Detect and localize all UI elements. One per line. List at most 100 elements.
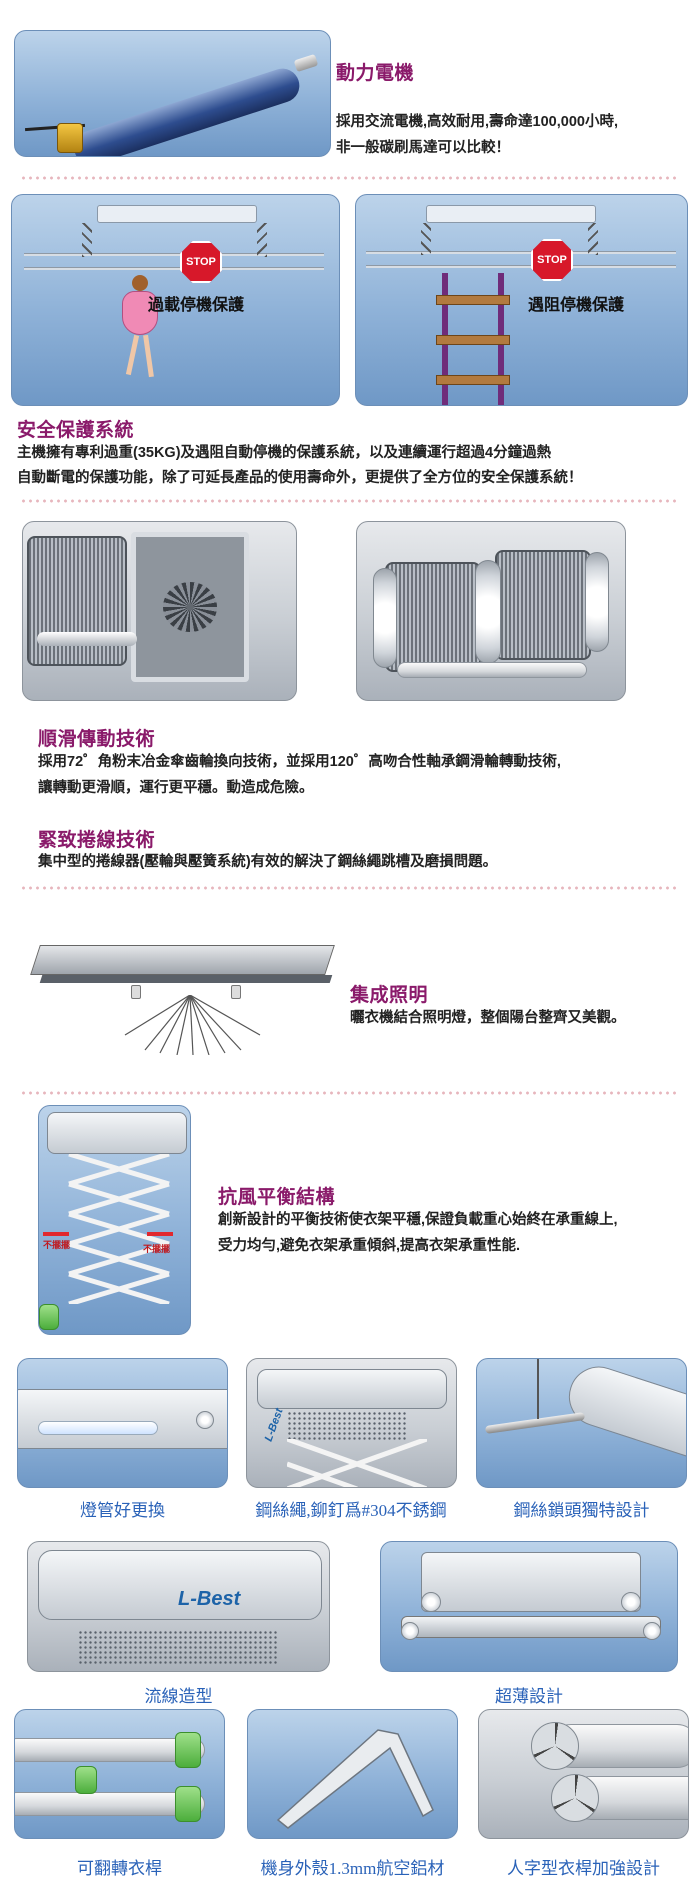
feature-caption: 燈管好更換 [80, 1501, 165, 1520]
motor-photo [14, 30, 331, 157]
ceiling-unit [426, 205, 596, 223]
winding-text-line1: 集中型的捲線器(壓輪與壓簧系統)有效的解決了鋼絲繩跳槽及磨損問題。 [38, 854, 498, 870]
rail-end [561, 1359, 686, 1460]
cable-spool [385, 562, 481, 672]
y-profile-end [531, 1722, 579, 1770]
feature-photo-cable-lock [476, 1358, 687, 1488]
gearbox-photo [22, 521, 297, 701]
girl-figure [122, 291, 158, 335]
spool-flange [475, 560, 501, 664]
feature-caption: 人字型衣桿加強設計 [507, 1859, 660, 1878]
motor-shaft [293, 53, 319, 73]
ceiling-unit [97, 205, 257, 223]
transmission-text-line1: 採用72゜角粉末冶金傘齒輪換向技術，並採用120゜高吻合性軸承鋼滑輪轉動技術, [38, 754, 561, 770]
light-bulb [131, 985, 141, 999]
scissor-arm [421, 223, 431, 255]
ceiling-housing [421, 1552, 641, 1612]
drying-rail [24, 253, 324, 256]
feature-caption: 超薄設計 [495, 1687, 563, 1706]
feature-caption: 機身外殼1.3mm航空鋁材 [260, 1859, 445, 1878]
feature-photo-slim [380, 1541, 678, 1672]
girl-figure [132, 275, 148, 291]
ladder-step [436, 295, 510, 305]
girl-figure [143, 334, 154, 378]
cable-lock-rod [484, 1412, 586, 1434]
vent-mesh [78, 1630, 278, 1664]
ceiling-housing [47, 1112, 187, 1154]
stop-sign-icon: STOP [180, 241, 222, 283]
motor-tube [69, 64, 304, 156]
y-profile-end [551, 1774, 599, 1822]
scissor-arm [257, 223, 267, 257]
motor-text-line1: 採用交流電機,高效耐用,壽命達100,000小時, [336, 114, 618, 130]
ceiling-housing [38, 1550, 322, 1620]
light-housing-bottom [39, 975, 333, 983]
motor-title: 動力電機 [336, 63, 415, 84]
winding-title: 緊致捲線技術 [38, 830, 156, 851]
transmission-title: 順滑傳動技術 [38, 729, 156, 750]
light-rays [124, 995, 261, 1055]
scissor-balance-photo: 不擺擺 不擺擺 [38, 1105, 191, 1335]
scissor-arm [82, 223, 92, 257]
transmission-text-line2: 讓轉動更滑順，運行更平穩。動造成危險。 [38, 780, 314, 796]
pulley-assembly [401, 1616, 661, 1638]
overload-stop-photo: STOP 過載停機保護 [11, 194, 340, 406]
aluminum-profile [276, 1729, 434, 1829]
lighting-title: 集成照明 [350, 985, 429, 1006]
ladder-step [436, 375, 510, 385]
screw-head [196, 1411, 214, 1429]
green-end-cap [175, 1732, 201, 1768]
light-housing [30, 945, 335, 975]
pulley-wheel [421, 1592, 441, 1612]
safety-title: 安全保護系統 [17, 420, 135, 441]
feature-caption: 可翻轉衣桿 [77, 1859, 162, 1878]
arrow-label-left: 不擺擺 [43, 1240, 71, 1250]
balance-text-line2: 受力均勻,避免衣架承重傾斜,提高衣架承重性能. [218, 1238, 521, 1254]
light-bulb [231, 985, 241, 999]
safety-text-line2: 自動斷電的保護功能，除了可延長產品的使用壽命外，更提供了全方位的安全保護系統！ [17, 470, 583, 486]
bevel-gear [163, 582, 217, 632]
pulley-wheel [401, 1622, 419, 1640]
obstacle-stop-photo: STOP 遇阻停機保護 [355, 194, 688, 406]
motor-end-cap [57, 123, 83, 153]
safety-text-line1: 主機擁有專利過重(35KG)及遇阻自動停機的保護系統，以及連續運行超過4分鐘過熱 [17, 445, 552, 461]
balance-title: 抗風平衡結構 [218, 1187, 336, 1208]
section-divider [20, 175, 680, 181]
lighting-text-line1: 曬衣機結合照明燈，整個陽台整齊又美觀。 [350, 1010, 626, 1026]
girl-figure [125, 334, 140, 376]
vent-mesh [287, 1411, 407, 1441]
scissor-arm [68, 1154, 170, 1304]
drying-rail [366, 251, 676, 254]
arrow-left-icon [43, 1232, 69, 1236]
feature-photo-lamp [17, 1358, 228, 1488]
section-divider [20, 1090, 680, 1096]
green-joint [75, 1766, 97, 1794]
stop-sign-icon: STOP [531, 239, 573, 281]
scissor-arm [287, 1439, 427, 1487]
hanger-rod [15, 1792, 205, 1816]
pulley-wheel [643, 1622, 661, 1640]
balance-text-line1: 創新設計的平衡技術使衣架平穩,保證負載重心始終在承重線上, [218, 1212, 618, 1228]
overload-caption: 過載停機保護 [148, 297, 245, 314]
section-divider [20, 885, 680, 891]
scissor-arm [588, 223, 598, 255]
pulley-wheel [621, 1592, 641, 1612]
arrow-right-icon [147, 1232, 173, 1236]
feature-caption: 流線造型 [144, 1687, 213, 1706]
spool-flange [585, 552, 609, 652]
brand-logo: L-Best [262, 1406, 286, 1444]
winding-drum-photo [356, 521, 626, 701]
ladder-step [436, 335, 510, 345]
drying-rail [366, 265, 676, 268]
obstacle-caption: 遇阻停機保護 [528, 297, 625, 314]
feature-photo-streamline: L-Best [27, 1541, 330, 1672]
pressure-roller [397, 662, 587, 678]
lighting-unit-illustration [30, 945, 335, 1055]
lamp-tube [38, 1421, 158, 1435]
green-hanger-clip [39, 1304, 59, 1330]
feature-photo-flip-rod [14, 1709, 225, 1839]
feature-photo-cable-rivet: L-Best [246, 1358, 457, 1488]
brand-logo: L-Best [178, 1588, 241, 1610]
drying-rail [24, 267, 324, 270]
cable-spool [27, 536, 127, 666]
